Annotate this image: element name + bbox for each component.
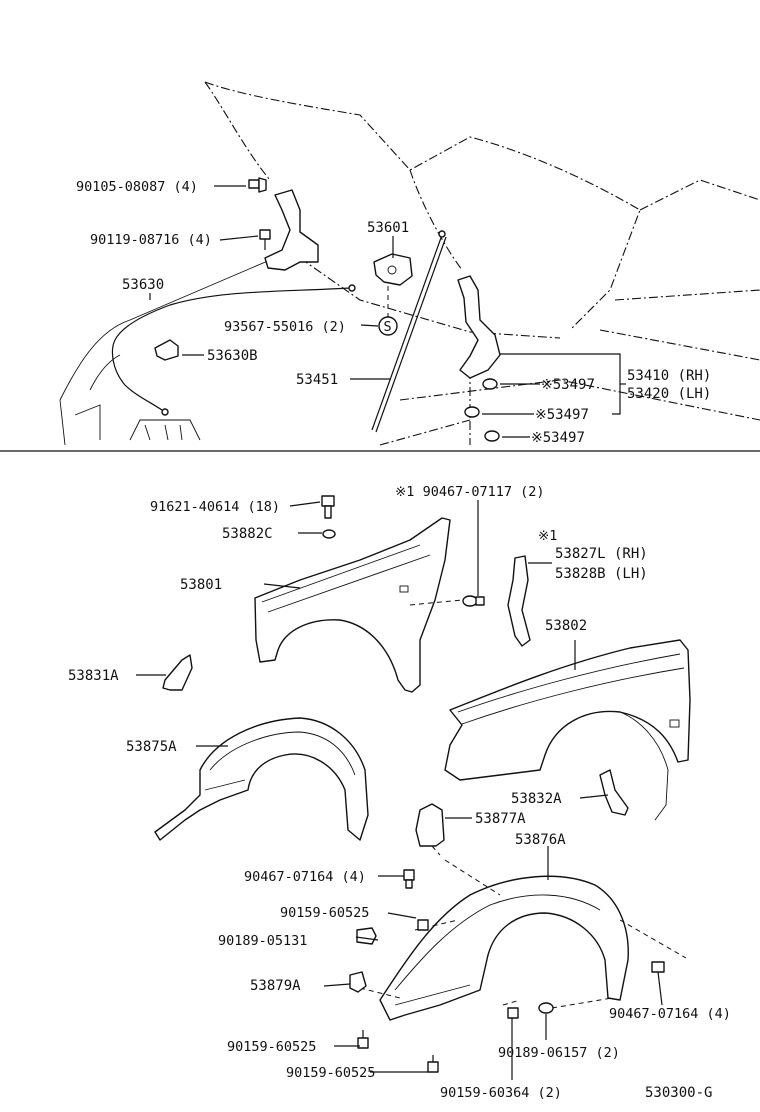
bolt-icon (259, 229, 271, 250)
bottom-leaders (136, 500, 663, 1080)
bolt-icon (248, 177, 267, 193)
label-53875a: 53875A (126, 739, 177, 755)
top-leaders (149, 185, 626, 438)
label-90189-05131: 90189-05131 (218, 933, 307, 949)
label-90159-60364: 90159-60364 (2) (440, 1085, 562, 1101)
label-53877a: 53877A (475, 811, 526, 827)
label-90467-07164-a: 90467-07164 (4) (244, 869, 366, 885)
label-53801: 53801 (180, 577, 222, 593)
screw-icon (417, 919, 429, 931)
label-53497-c: ※53497 (531, 430, 585, 446)
label-53827l-rh: 53827L (RH) (555, 546, 648, 562)
diagram-code: 530300-G (645, 1085, 712, 1101)
clip-icon (538, 1002, 554, 1014)
label-53601: 53601 (367, 220, 409, 236)
clip-icon (356, 927, 377, 945)
label-53876a: 53876A (515, 832, 566, 848)
screw-icon (427, 1055, 439, 1073)
clip-icon (403, 869, 415, 889)
hood-section: S (59, 81, 760, 446)
label-53497-a: ※53497 (541, 377, 595, 393)
label-90105-08087: 90105-08087 (4) (76, 179, 198, 195)
label-91621-40614: 91621-40614 (18) (150, 499, 280, 515)
label-90467-07164-b: 90467-07164 (4) (609, 1006, 731, 1022)
label-90159-60525-a: 90159-60525 (280, 905, 369, 921)
screw-icon (507, 1007, 519, 1019)
screw-icon (651, 961, 665, 973)
label-53451: 53451 (296, 372, 338, 388)
label-90159-60525-b: 90159-60525 (227, 1039, 316, 1055)
clip-icon (462, 595, 485, 607)
label-53831a: 53831A (68, 668, 119, 684)
label-53828b-lh: 53828B (LH) (555, 566, 648, 582)
label-93567-55016: 93567-55016 (2) (224, 319, 346, 335)
label-90159-60525-c: 90159-60525 (286, 1065, 375, 1081)
label-90467-07117: ※1 90467-07117 (2) (395, 484, 544, 500)
label-53832a: 53832A (511, 791, 562, 807)
screw-icon (357, 1030, 369, 1049)
clip-icon (349, 971, 367, 993)
bolt-icon (321, 495, 335, 519)
label-53882c: 53882C (222, 526, 273, 542)
label-star-1: ※1 (538, 528, 557, 544)
label-53497-b: ※53497 (535, 407, 589, 423)
s-symbol-label: S (384, 319, 392, 335)
label-53802: 53802 (545, 618, 587, 634)
label-53420-lh: 53420 (LH) (627, 386, 711, 402)
label-53410-rh: 53410 (RH) (627, 368, 711, 384)
label-53630: 53630 (122, 277, 164, 293)
label-53630b: 53630B (207, 348, 258, 364)
fender-section (154, 495, 691, 1073)
label-90119-08716: 90119-08716 (4) (90, 232, 212, 248)
label-90189-06157: 90189-06157 (2) (498, 1045, 620, 1061)
label-53879a: 53879A (250, 978, 301, 994)
